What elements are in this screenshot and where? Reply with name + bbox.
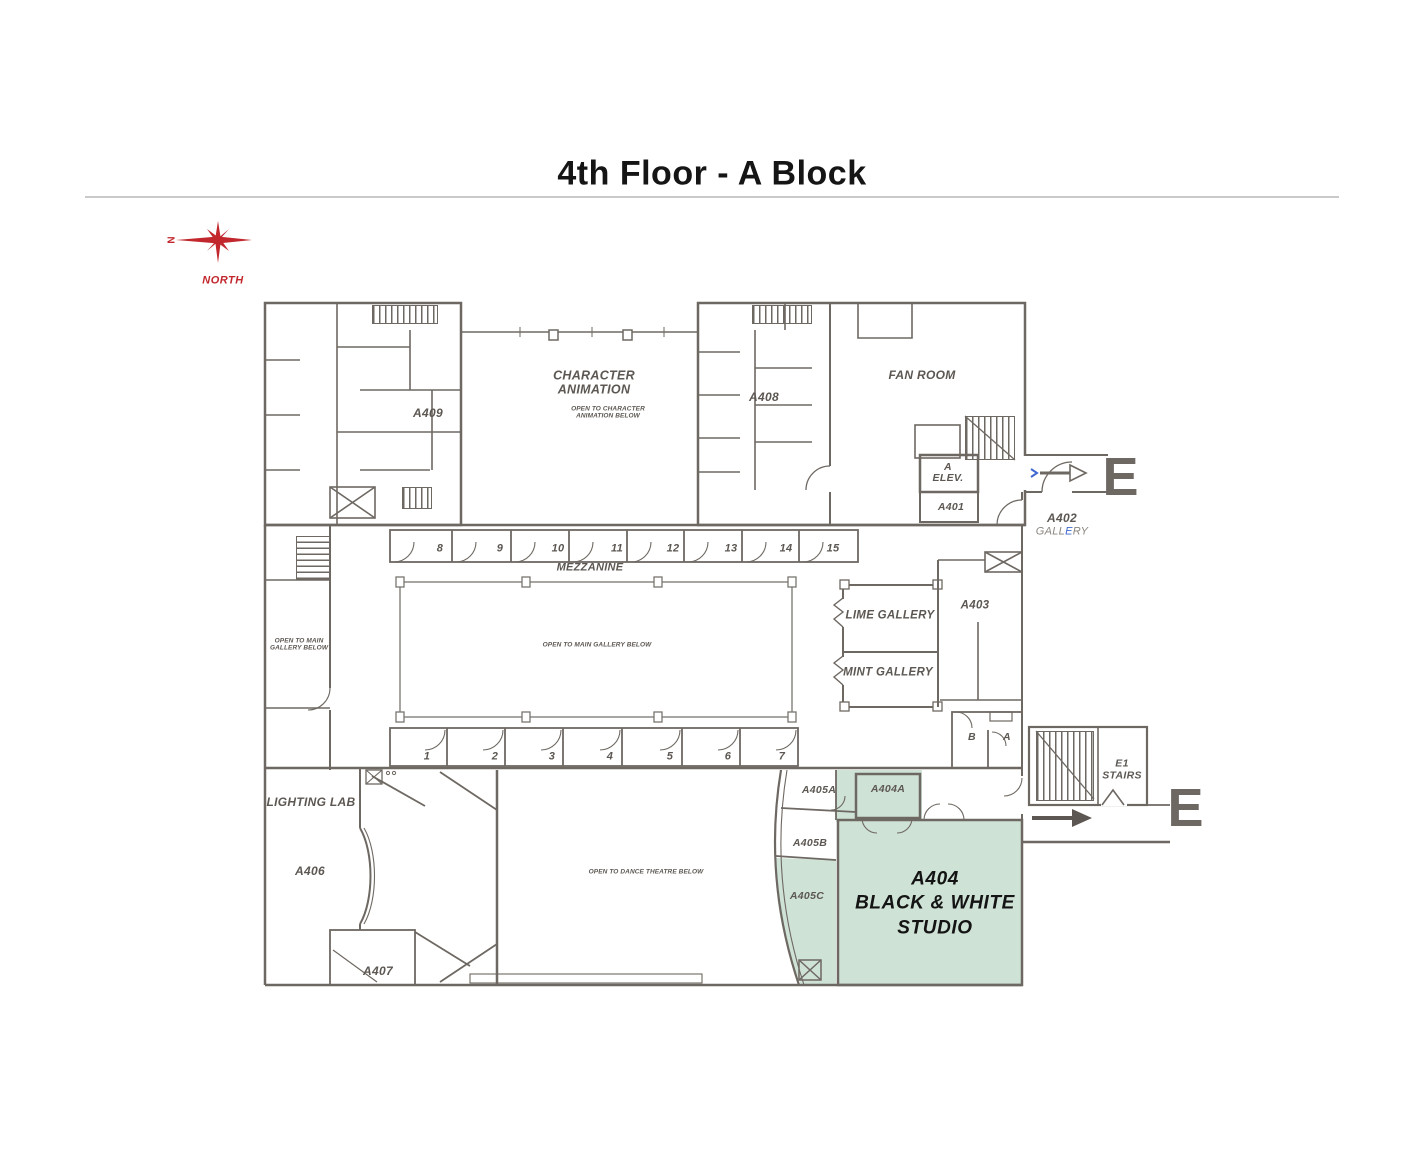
room-label-character-animation: CHARACTER ANIMATION xyxy=(553,369,635,398)
mezz-room-2: 2 xyxy=(491,750,499,763)
a404a-doors xyxy=(861,803,965,834)
room-label-a404a: A404A xyxy=(870,782,906,795)
room-a404a xyxy=(854,772,922,820)
mezz-room-10: 10 xyxy=(551,542,565,555)
mezz-room-1: 1 xyxy=(423,750,431,763)
mezz-room-14: 14 xyxy=(779,542,793,555)
gallery-void-railing xyxy=(395,576,797,723)
note-open-dance-theatre: OPEN TO DANCE THEATRE BELOW xyxy=(588,868,704,876)
stairs-top-right xyxy=(752,305,812,324)
room-label-fan-room: FAN ROOM xyxy=(888,368,956,383)
room-label-a405c: A405C xyxy=(789,889,825,902)
room-label-a403: A403 xyxy=(960,599,990,612)
a409-partitions xyxy=(265,303,461,525)
mezz-room-13: 13 xyxy=(724,542,738,555)
shaft-box-green xyxy=(798,959,822,981)
lime-mint-galleries xyxy=(832,579,943,712)
room-label-a404-studio: A404 BLACK & WHITE STUDIO xyxy=(855,868,1015,939)
mezz-room-9: 9 xyxy=(496,542,504,555)
stairs-top-left xyxy=(372,305,438,324)
room-label-a402: A402 xyxy=(1047,511,1077,526)
a405-arc-wall xyxy=(773,769,857,986)
room-label-lighting-lab: LIGHTING LAB xyxy=(266,795,356,810)
compass-glyph: N xyxy=(167,236,178,243)
theatre-walls xyxy=(365,769,703,985)
room-label-a401: A401 xyxy=(937,500,965,513)
stairs-fan-room xyxy=(965,416,1015,460)
room-a404-studio xyxy=(836,818,1024,987)
mezz-room-8: 8 xyxy=(436,542,444,555)
room-label-lime-gallery: LIME GALLERY xyxy=(845,609,935,622)
room-label-a409: A409 xyxy=(413,406,443,421)
mezz-room-11: 11 xyxy=(610,542,624,555)
room-label-a405a: A405A xyxy=(801,783,837,796)
left-shaft-box xyxy=(329,486,376,519)
mezz-top-dividers xyxy=(451,530,800,562)
stairs-inner-left xyxy=(402,487,432,509)
arrow-east-bottom-icon xyxy=(1032,809,1092,827)
a408-partitions xyxy=(698,303,812,490)
room-label-a402-gallery: GALLERY xyxy=(1035,525,1089,538)
room-label-restroom-b: B xyxy=(968,730,976,743)
mezzanine-label: MEZZANINE xyxy=(556,561,624,574)
mezz-room-4: 4 xyxy=(606,750,614,763)
mezz-bottom-doors xyxy=(424,729,797,751)
mezz-room-6: 6 xyxy=(724,750,732,763)
exit-marker-east-top: E xyxy=(1102,447,1138,507)
note-open-character-animation: OPEN TO CHARACTER ANIMATION BELOW xyxy=(571,405,645,420)
mezz-room-12: 12 xyxy=(666,542,680,555)
a407-room xyxy=(329,929,471,986)
compass-icon: N xyxy=(167,221,252,263)
mezz-room-7: 7 xyxy=(778,750,786,763)
mezz-bottom-dividers xyxy=(446,728,741,766)
mezz-room-15: 15 xyxy=(826,542,840,555)
room-label-a406: A406 xyxy=(295,864,325,879)
compass-north-label: NORTH xyxy=(202,274,244,287)
stairs-left-strip xyxy=(296,536,330,580)
arrow-east-top-icon xyxy=(1030,463,1088,483)
room-label-restroom-a: A xyxy=(1003,730,1011,743)
page-title: 4th Floor - A Block xyxy=(557,154,867,193)
room-label-a407: A407 xyxy=(363,964,393,979)
char-anim-line1: CHARACTER xyxy=(553,368,635,383)
stairs-e1 xyxy=(1036,731,1094,801)
room-label-a408: A408 xyxy=(749,390,779,405)
mezz-room-5: 5 xyxy=(666,750,674,763)
char-anim-line2: ANIMATION xyxy=(557,383,631,397)
note-open-main-gallery-center: OPEN TO MAIN GALLERY BELOW xyxy=(542,641,652,649)
restrooms-ba xyxy=(951,711,1023,769)
note-open-main-gallery-left: OPEN TO MAIN GALLERY BELOW xyxy=(269,637,329,652)
mezz-top-doors xyxy=(393,541,824,563)
room-label-a405b: A405B xyxy=(792,836,828,849)
room-label-mint-gallery: MINT GALLERY xyxy=(843,666,933,679)
mezz-room-3: 3 xyxy=(548,750,556,763)
room-label-a-elev: A ELEV. xyxy=(932,460,964,484)
exit-marker-east-bottom: E xyxy=(1167,778,1203,838)
a403-shaft-box xyxy=(984,551,1023,573)
room-label-e1-stairs: E1 STAIRS xyxy=(1102,757,1142,781)
title-divider xyxy=(85,196,1339,198)
